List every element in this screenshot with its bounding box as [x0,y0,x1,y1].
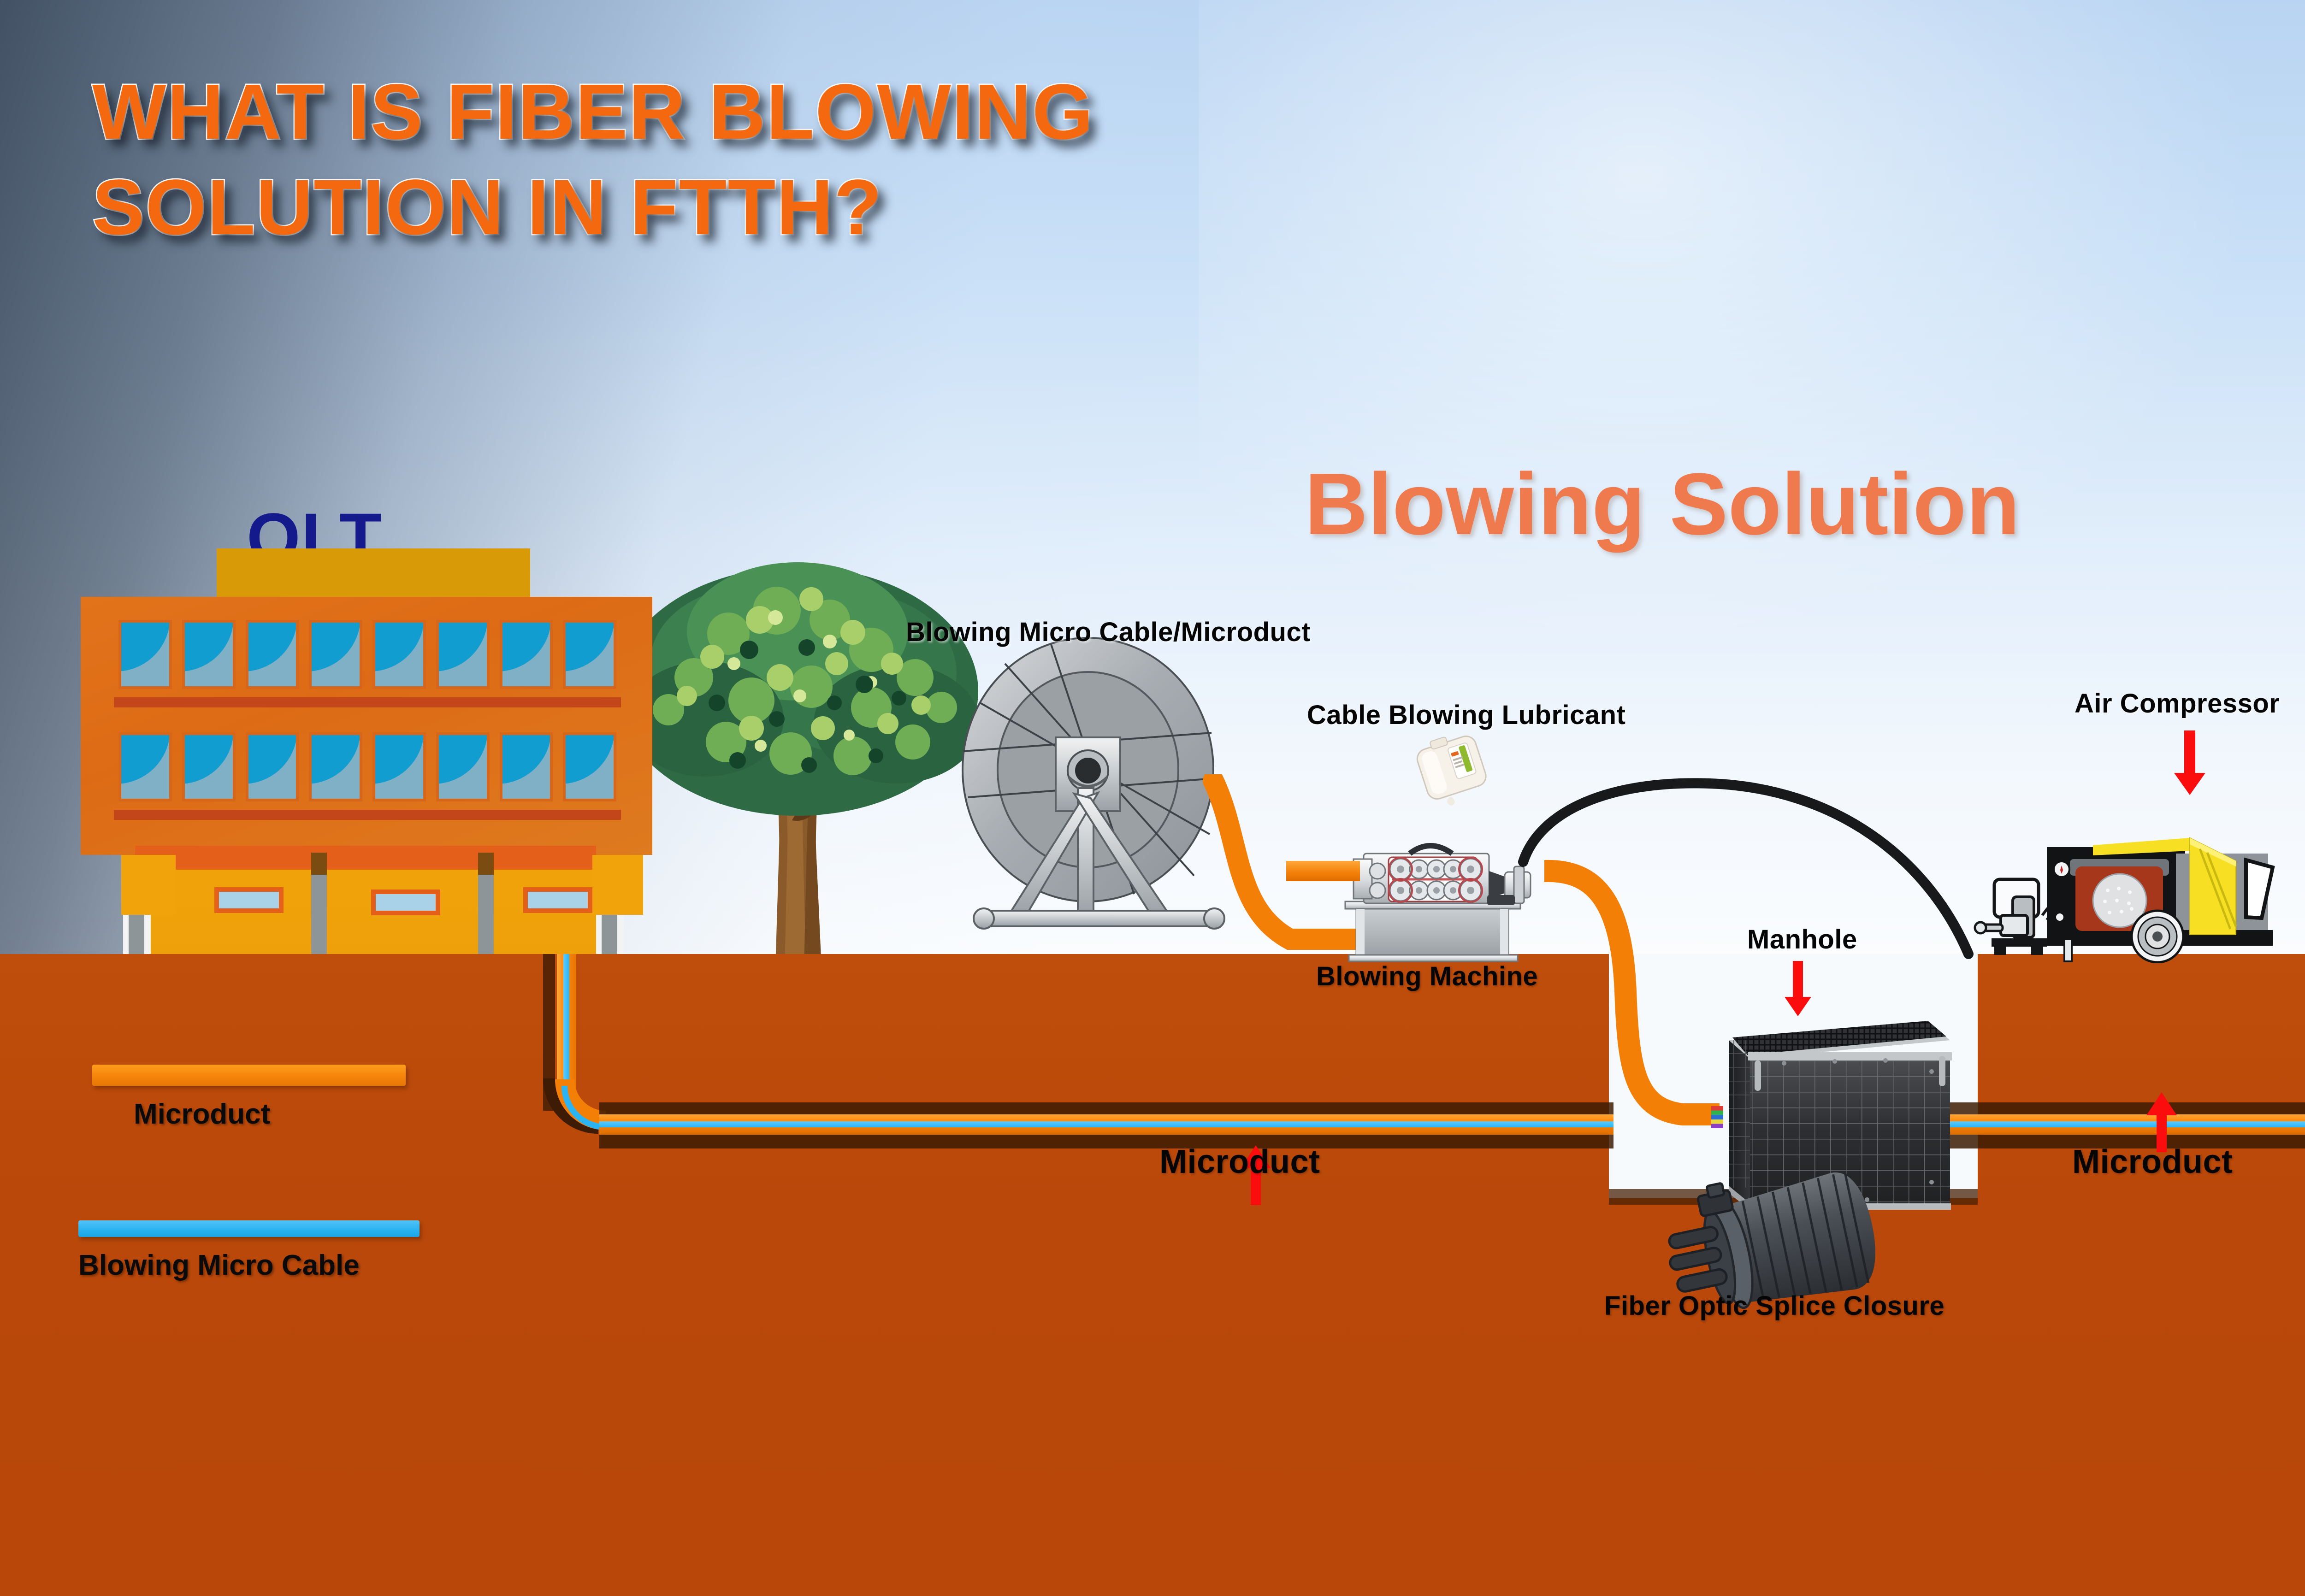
manhole-handle-icon [1939,1056,1945,1086]
olt-window [245,620,299,689]
olt-column-cap [311,853,327,875]
cable-blowing-lubricant-bottle [1411,733,1498,825]
cloud-wash [1199,0,2305,691]
micro-cable-core [563,954,569,1101]
cable-reel [936,636,1272,968]
olt-roof-sign [217,548,530,604]
olt-window [118,732,172,801]
fiber-pigtail-left [1711,1106,1723,1128]
machine-body-icon [1353,843,1531,905]
air-pump [1973,871,2075,959]
duct-shadow-above [599,1102,1614,1114]
olt-canopy [135,846,596,870]
machine-outlet-head-icon [1487,866,1531,905]
olt-side-wing [121,855,176,915]
label-microduct-mid: Microduct [1159,1143,1320,1180]
air-compressor [2038,811,2305,964]
duct-shadow-below [599,1135,1614,1148]
olt-window [563,620,616,689]
legend-swatch-blowing-micro-cable [78,1220,420,1237]
label-cable-blowing-lubricant: Cable Blowing Lubricant [1307,700,1626,730]
microduct-machine-to-manhole [1544,860,1720,1125]
blowing-machine [1328,811,1604,963]
microduct-run-1 [599,1114,1614,1135]
label-microduct-right: Microduct [2072,1143,2233,1180]
fiber-optic-splice-closure [1650,1171,1890,1323]
manhole-handle-icon [1755,1060,1761,1091]
machine-handle-icon [1408,843,1454,856]
compressor-hood-icon [2093,837,2275,935]
arrow-up-icon [2144,1092,2180,1152]
micro-cable-core [599,1121,1614,1127]
lubricant-drop-icon [1447,797,1455,806]
compressor-support-leg [2063,938,2073,962]
olt-window [309,732,362,801]
olt-window [563,732,616,801]
olt-window-row-1 [118,620,616,689]
air-hose [1518,778,1974,959]
olt-ground-window [371,889,440,915]
olt-building: OLT [81,499,652,1051]
arrow-up-icon [1238,1145,1274,1205]
olt-side-wing [592,855,643,915]
olt-ground-window [214,887,284,913]
label-air-compressor: Air Compressor [2074,689,2280,718]
legend-label-microduct: Microduct [134,1098,271,1130]
duct-shadow-below [1899,1135,2305,1148]
olt-window [309,620,362,689]
tree-foliage-icon [617,562,980,816]
machine-stand-icon [1344,901,1521,962]
compressor-wheel-icon [2130,909,2185,964]
olt-window-row-2 [118,732,616,801]
tree-left [613,525,982,968]
microduct-machine-inlet [1286,861,1360,881]
label-blowing-micro-cable-microduct: Blowing Micro Cable/Microduct [906,617,1311,647]
microduct-reel-to-machine [1203,774,1392,950]
title-line-1: WHAT IS FIBER BLOWING [91,67,1094,157]
manhole-lid-mesh [1732,1021,1946,1055]
olt-window [182,732,236,801]
page-title: WHAT IS FIBER BLOWING SOLUTION IN FTTH? [91,65,1475,256]
manhole-top-rail [1748,1052,1952,1060]
olt-window [372,732,426,801]
olt-window [499,732,553,801]
duct-shadow-above [1899,1102,2305,1114]
label-blowing-machine: Blowing Machine [1316,961,1538,991]
olt-column-cap [478,853,494,875]
legend-label-blowing-micro-cable: Blowing Micro Cable [78,1249,360,1281]
section-heading: Blowing Solution [1305,455,2020,553]
microduct-run-2 [1899,1114,2305,1135]
olt-window [118,620,172,689]
olt-window [436,620,490,689]
olt-ledge [114,810,621,820]
arrow-down-icon [2171,730,2208,795]
microduct-vertical-drop [557,954,576,1101]
olt-window [372,620,426,689]
title-line-2: SOLUTION IN FTTH? [91,163,883,253]
micro-cable-core [1899,1121,2305,1127]
olt-ledge [114,697,621,707]
label-fiber-optic-splice-closure: Fiber Optic Splice Closure [1604,1291,1945,1321]
olt-window [499,620,553,689]
machine-roller-icon [1388,857,1483,903]
closure-ports-icon [1668,1225,1728,1293]
olt-upper-floor [81,597,652,855]
machine-inlet-icon [1369,862,1386,899]
arrow-down-icon [1782,961,1814,1016]
olt-ground-window [523,887,592,913]
reel-stand-icon [973,787,1225,930]
olt-window [436,732,490,801]
olt-window [245,732,299,801]
legend-swatch-microduct [92,1065,406,1086]
olt-window [182,620,236,689]
label-manhole-left: Manhole [1747,925,1857,954]
legend: Microduct Blowing Micro Cable [78,1065,539,1282]
